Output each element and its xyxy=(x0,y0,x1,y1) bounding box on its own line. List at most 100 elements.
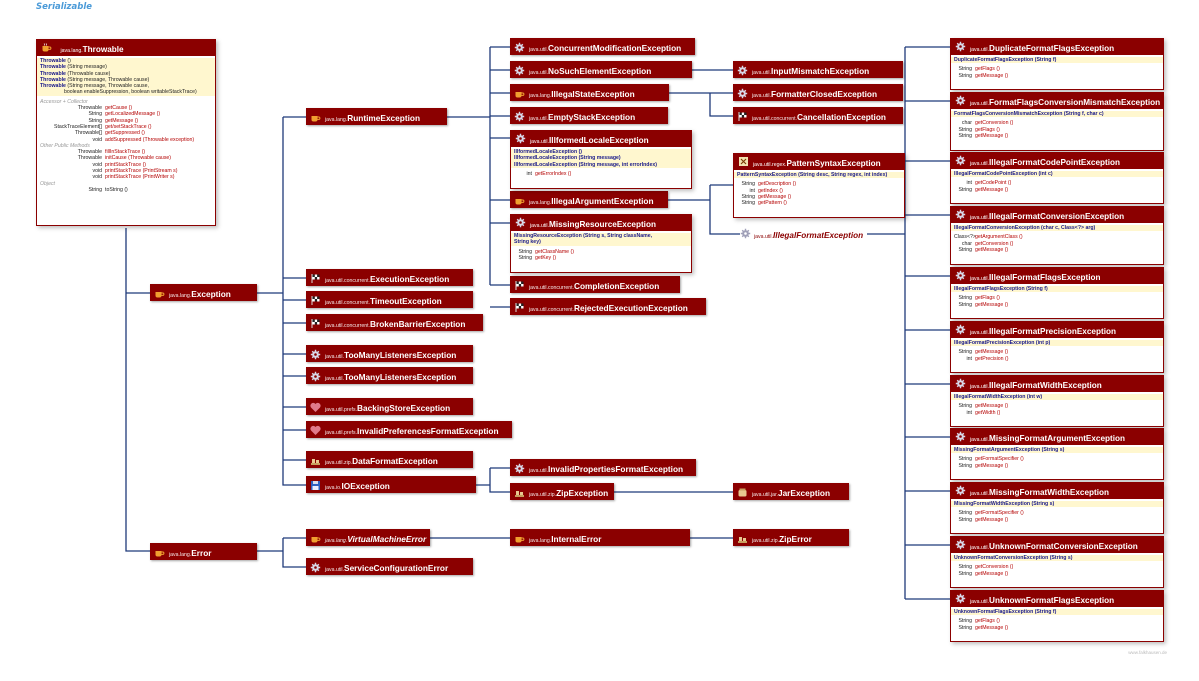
panel-header[interactable]: java.util.IllegalFormatConversionExcepti… xyxy=(951,207,1163,223)
virtual-machine-error-box[interactable]: java.lang.VirtualMachineError xyxy=(306,529,430,546)
panel-header[interactable]: java.util.IllegalFormatFlagsException xyxy=(951,268,1163,284)
panel-header[interactable]: java.util.UnknownFormatConversionExcepti… xyxy=(951,537,1163,553)
illegal-argument-exception-box[interactable]: java.lang.IllegalArgumentException xyxy=(510,191,668,208)
panel-header[interactable]: java.util.UnknownFormatFlagsException xyxy=(951,591,1163,607)
constructor-row[interactable]: IllegalFormatFlagsException (String f) xyxy=(954,286,1160,292)
method-row[interactable]: Class<?>getArgumentClass () xyxy=(954,234,1160,240)
cancellation-exception-box[interactable]: java.util.concurrent.CancellationExcepti… xyxy=(733,107,903,124)
illegal-format-conversion-exception-panel[interactable]: java.util.IllegalFormatConversionExcepti… xyxy=(950,206,1164,265)
too-many-listeners-exception-box[interactable]: java.util.TooManyListenersException xyxy=(306,345,473,362)
constructor-row[interactable]: UnknownFormatConversionException (String… xyxy=(954,555,1160,561)
constructor-row[interactable]: IllformedLocaleException (String message… xyxy=(514,162,688,168)
panel-header[interactable]: java.util.DuplicateFormatFlagsException xyxy=(951,39,1163,55)
illegal-format-precision-exception-panel[interactable]: java.util.IllegalFormatPrecisionExceptio… xyxy=(950,321,1164,373)
error-class-box[interactable]: java.lang.Error xyxy=(150,543,257,560)
jar-exception-box[interactable]: java.util.jar.JarException xyxy=(733,483,849,500)
constructor-row[interactable]: MissingFormatArgumentException (String s… xyxy=(954,447,1160,453)
constructor-row[interactable]: Throwable (String message) xyxy=(40,64,107,71)
rejected-execution-exception-box[interactable]: java.util.concurrent.RejectedExecutionEx… xyxy=(510,298,706,315)
io-exception-box[interactable]: java.io.IOException xyxy=(306,476,476,493)
runtime-exception-box[interactable]: java.lang.RuntimeException xyxy=(306,108,447,125)
exception-class-box[interactable]: java.lang.Exception xyxy=(150,284,257,301)
constructor-row[interactable]: IllegalFormatCodePointException (int c) xyxy=(954,171,1160,177)
panel-header[interactable]: java.util.MissingResourceException xyxy=(511,215,691,231)
panel-header[interactable]: java.util.regex.PatternSyntaxException xyxy=(734,154,904,170)
constructor-row[interactable]: DuplicateFormatFlagsException (String f) xyxy=(954,57,1160,63)
constructor-row[interactable]: MissingFormatWidthException (String s) xyxy=(954,501,1160,507)
panel-header[interactable]: java.util.MissingFormatWidthException xyxy=(951,483,1163,499)
method-row[interactable]: Throwable[]getSuppressed () xyxy=(40,130,212,136)
completion-exception-box[interactable]: java.util.concurrent.CompletionException xyxy=(510,276,680,293)
concurrent-modification-exception-box[interactable]: java.util.ConcurrentModificationExceptio… xyxy=(510,38,695,55)
formatter-closed-exception-box[interactable]: java.util.FormatterClosedException xyxy=(733,84,903,101)
no-such-element-exception-box[interactable]: java.util.NoSuchElementException xyxy=(510,61,692,78)
internal-error-box[interactable]: java.lang.InternalError xyxy=(510,529,690,546)
constructor-row[interactable]: Throwable () xyxy=(40,58,71,64)
service-configuration-error-box[interactable]: java.util.ServiceConfigurationError xyxy=(306,558,473,575)
constructor-row[interactable]: PatternSyntaxException (String desc, Str… xyxy=(737,172,901,178)
panel-header[interactable]: java.util.FormatFlagsConversionMismatchE… xyxy=(951,93,1163,109)
panel-header[interactable]: java.util.MissingFormatArgumentException xyxy=(951,429,1163,445)
execution-exception-box[interactable]: java.util.concurrent.ExecutionException xyxy=(306,269,473,286)
constructor-row[interactable]: IllformedLocaleException (String message… xyxy=(514,155,688,161)
too-many-listeners-exception-box[interactable]: java.util.TooManyListenersException xyxy=(306,367,473,384)
zip-exception-box[interactable]: java.util.zip.ZipException xyxy=(510,483,614,500)
broken-barrier-exception-box[interactable]: java.util.concurrent.BrokenBarrierExcept… xyxy=(306,314,483,331)
panel-header[interactable]: java.util.IllegalFormatWidthException xyxy=(951,376,1163,392)
constructor-row[interactable]: Throwable (String message, Throwable cau… xyxy=(40,83,149,90)
method-row[interactable]: StackTraceElement[]get/setStackTrace () xyxy=(40,124,212,130)
backing-store-exception-box[interactable]: java.util.prefs.BackingStoreException xyxy=(306,398,473,415)
input-mismatch-exception-box[interactable]: java.util.InputMismatchException xyxy=(733,61,903,78)
empty-stack-exception-box[interactable]: java.util.EmptyStackException xyxy=(510,107,668,124)
panel-header[interactable]: java.util.IllformedLocaleException xyxy=(511,131,691,147)
throwable-header[interactable]: java.lang.Throwable xyxy=(37,40,215,56)
unknown-format-conversion-exception-panel[interactable]: java.util.UnknownFormatConversionExcepti… xyxy=(950,536,1164,588)
timeout-exception-box[interactable]: java.util.concurrent.TimeoutException xyxy=(306,291,473,308)
throwable-panel[interactable]: java.lang.Throwable Throwable () Throwab… xyxy=(36,39,216,226)
illegal-format-exception-label[interactable]: java.util.IllegalFormatException xyxy=(740,227,863,241)
missing-format-argument-exception-panel[interactable]: java.util.MissingFormatArgumentException… xyxy=(950,428,1164,480)
constructor-row[interactable]: IllegalFormatConversionException (char c… xyxy=(954,225,1160,231)
